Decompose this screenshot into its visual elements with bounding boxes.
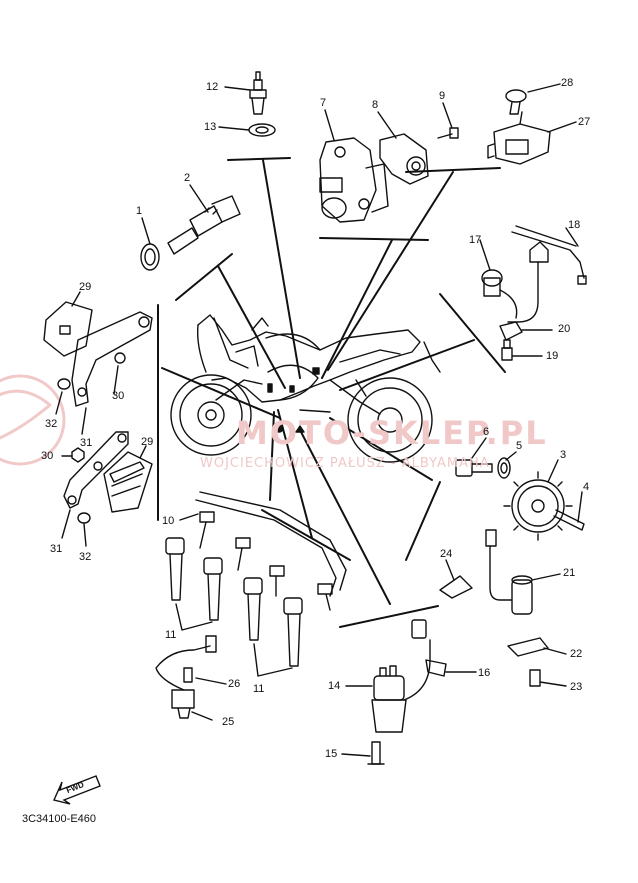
part-24-bracket (439, 575, 473, 599)
callout-28: 28 (561, 77, 574, 89)
callout-20: 20 (558, 323, 571, 335)
callout-13: 13 (204, 121, 217, 133)
part-28-bolt (505, 89, 527, 115)
part-29-module-bottom (103, 451, 153, 513)
callout-11-right: 11 (253, 683, 265, 695)
callout-19: 19 (546, 350, 559, 362)
callout-29-bottom: 29 (141, 436, 154, 448)
callout-32-bottom: 32 (79, 551, 92, 563)
callout-32-top: 32 (45, 418, 58, 430)
watermark-subtitle: WÓJCIECHOWICZ PAŁUSZ - ALBYAMAHA (200, 456, 490, 471)
part-bracket-bottom (63, 431, 129, 509)
fwd-arrow-icon (53, 775, 101, 805)
callout-17: 17 (469, 234, 482, 246)
part-5-washer (497, 457, 511, 479)
part-9-screw (437, 127, 459, 139)
callout-18: 18 (568, 219, 581, 231)
part-29-module (43, 301, 93, 357)
part-26-bolt (183, 667, 193, 683)
motorcycle-illustration (170, 314, 441, 463)
part-1-oring (140, 243, 160, 271)
callout-10: 10 (162, 515, 175, 527)
part-25-sensor (155, 635, 217, 719)
part-18-wire (511, 225, 587, 285)
part-23-bolt (529, 669, 541, 687)
part-7-sensor (319, 137, 389, 223)
callout-6: 6 (483, 426, 490, 438)
part-16-clamp (425, 659, 447, 677)
part-bracket-top (71, 311, 153, 407)
part-20-clamp (499, 321, 523, 341)
part-21-sensor (485, 529, 533, 615)
callout-1: 1 (136, 205, 143, 217)
callout-29-top: 29 (79, 281, 92, 293)
part-19-bolt (501, 339, 513, 361)
leader-lines (157, 157, 506, 628)
callout-3: 3 (560, 449, 567, 461)
callout-21: 21 (563, 567, 576, 579)
callout-2: 2 (184, 172, 191, 184)
part-27-sensor (487, 111, 551, 165)
watermark-title: MOTO-SKLEP.PL (236, 414, 548, 452)
part-location-markers (267, 367, 320, 433)
part-17-sensor (481, 241, 549, 323)
callout-15: 15 (325, 748, 338, 760)
callout-7: 7 (320, 97, 327, 109)
part-30-nut-bottom (71, 447, 85, 463)
callout-27: 27 (578, 116, 591, 128)
part-11-coils (165, 537, 303, 667)
part-13-washer (248, 123, 276, 137)
part-2-sensor (167, 195, 241, 255)
diagram-code: 3C34100-E460 (22, 813, 97, 825)
part-12-switch (249, 71, 267, 115)
callout-23: 23 (570, 681, 583, 693)
part-22-bracket (507, 637, 549, 657)
callout-25: 25 (222, 716, 235, 728)
callout-30-top: 30 (112, 390, 125, 402)
part-6-bolt (455, 459, 493, 477)
callout-14: 14 (328, 680, 341, 692)
callout-5: 5 (516, 440, 523, 452)
callout-8: 8 (372, 99, 379, 111)
callout-12: 12 (206, 81, 219, 93)
part-32-washer-bottom (77, 512, 91, 524)
part-32-washer-top (57, 378, 71, 390)
part-14-sensor (371, 619, 431, 733)
part-4-shaft (553, 509, 585, 531)
part-15-bolt (367, 741, 385, 765)
callout-11-left: 11 (165, 629, 177, 641)
callout-31-bottom: 31 (50, 543, 63, 555)
callout-4: 4 (583, 481, 590, 493)
callout-24: 24 (440, 548, 453, 560)
watermark-logo (0, 374, 66, 466)
callout-22: 22 (570, 648, 583, 660)
callout-30-bottom: 30 (41, 450, 54, 462)
part-8-sensor (379, 133, 429, 185)
callout-9: 9 (439, 90, 446, 102)
callout-31-top: 31 (80, 437, 93, 449)
callout-26: 26 (228, 678, 241, 690)
part-3-sprocket (503, 471, 573, 541)
callout-16: 16 (478, 667, 491, 679)
part-10-harness (195, 491, 347, 611)
